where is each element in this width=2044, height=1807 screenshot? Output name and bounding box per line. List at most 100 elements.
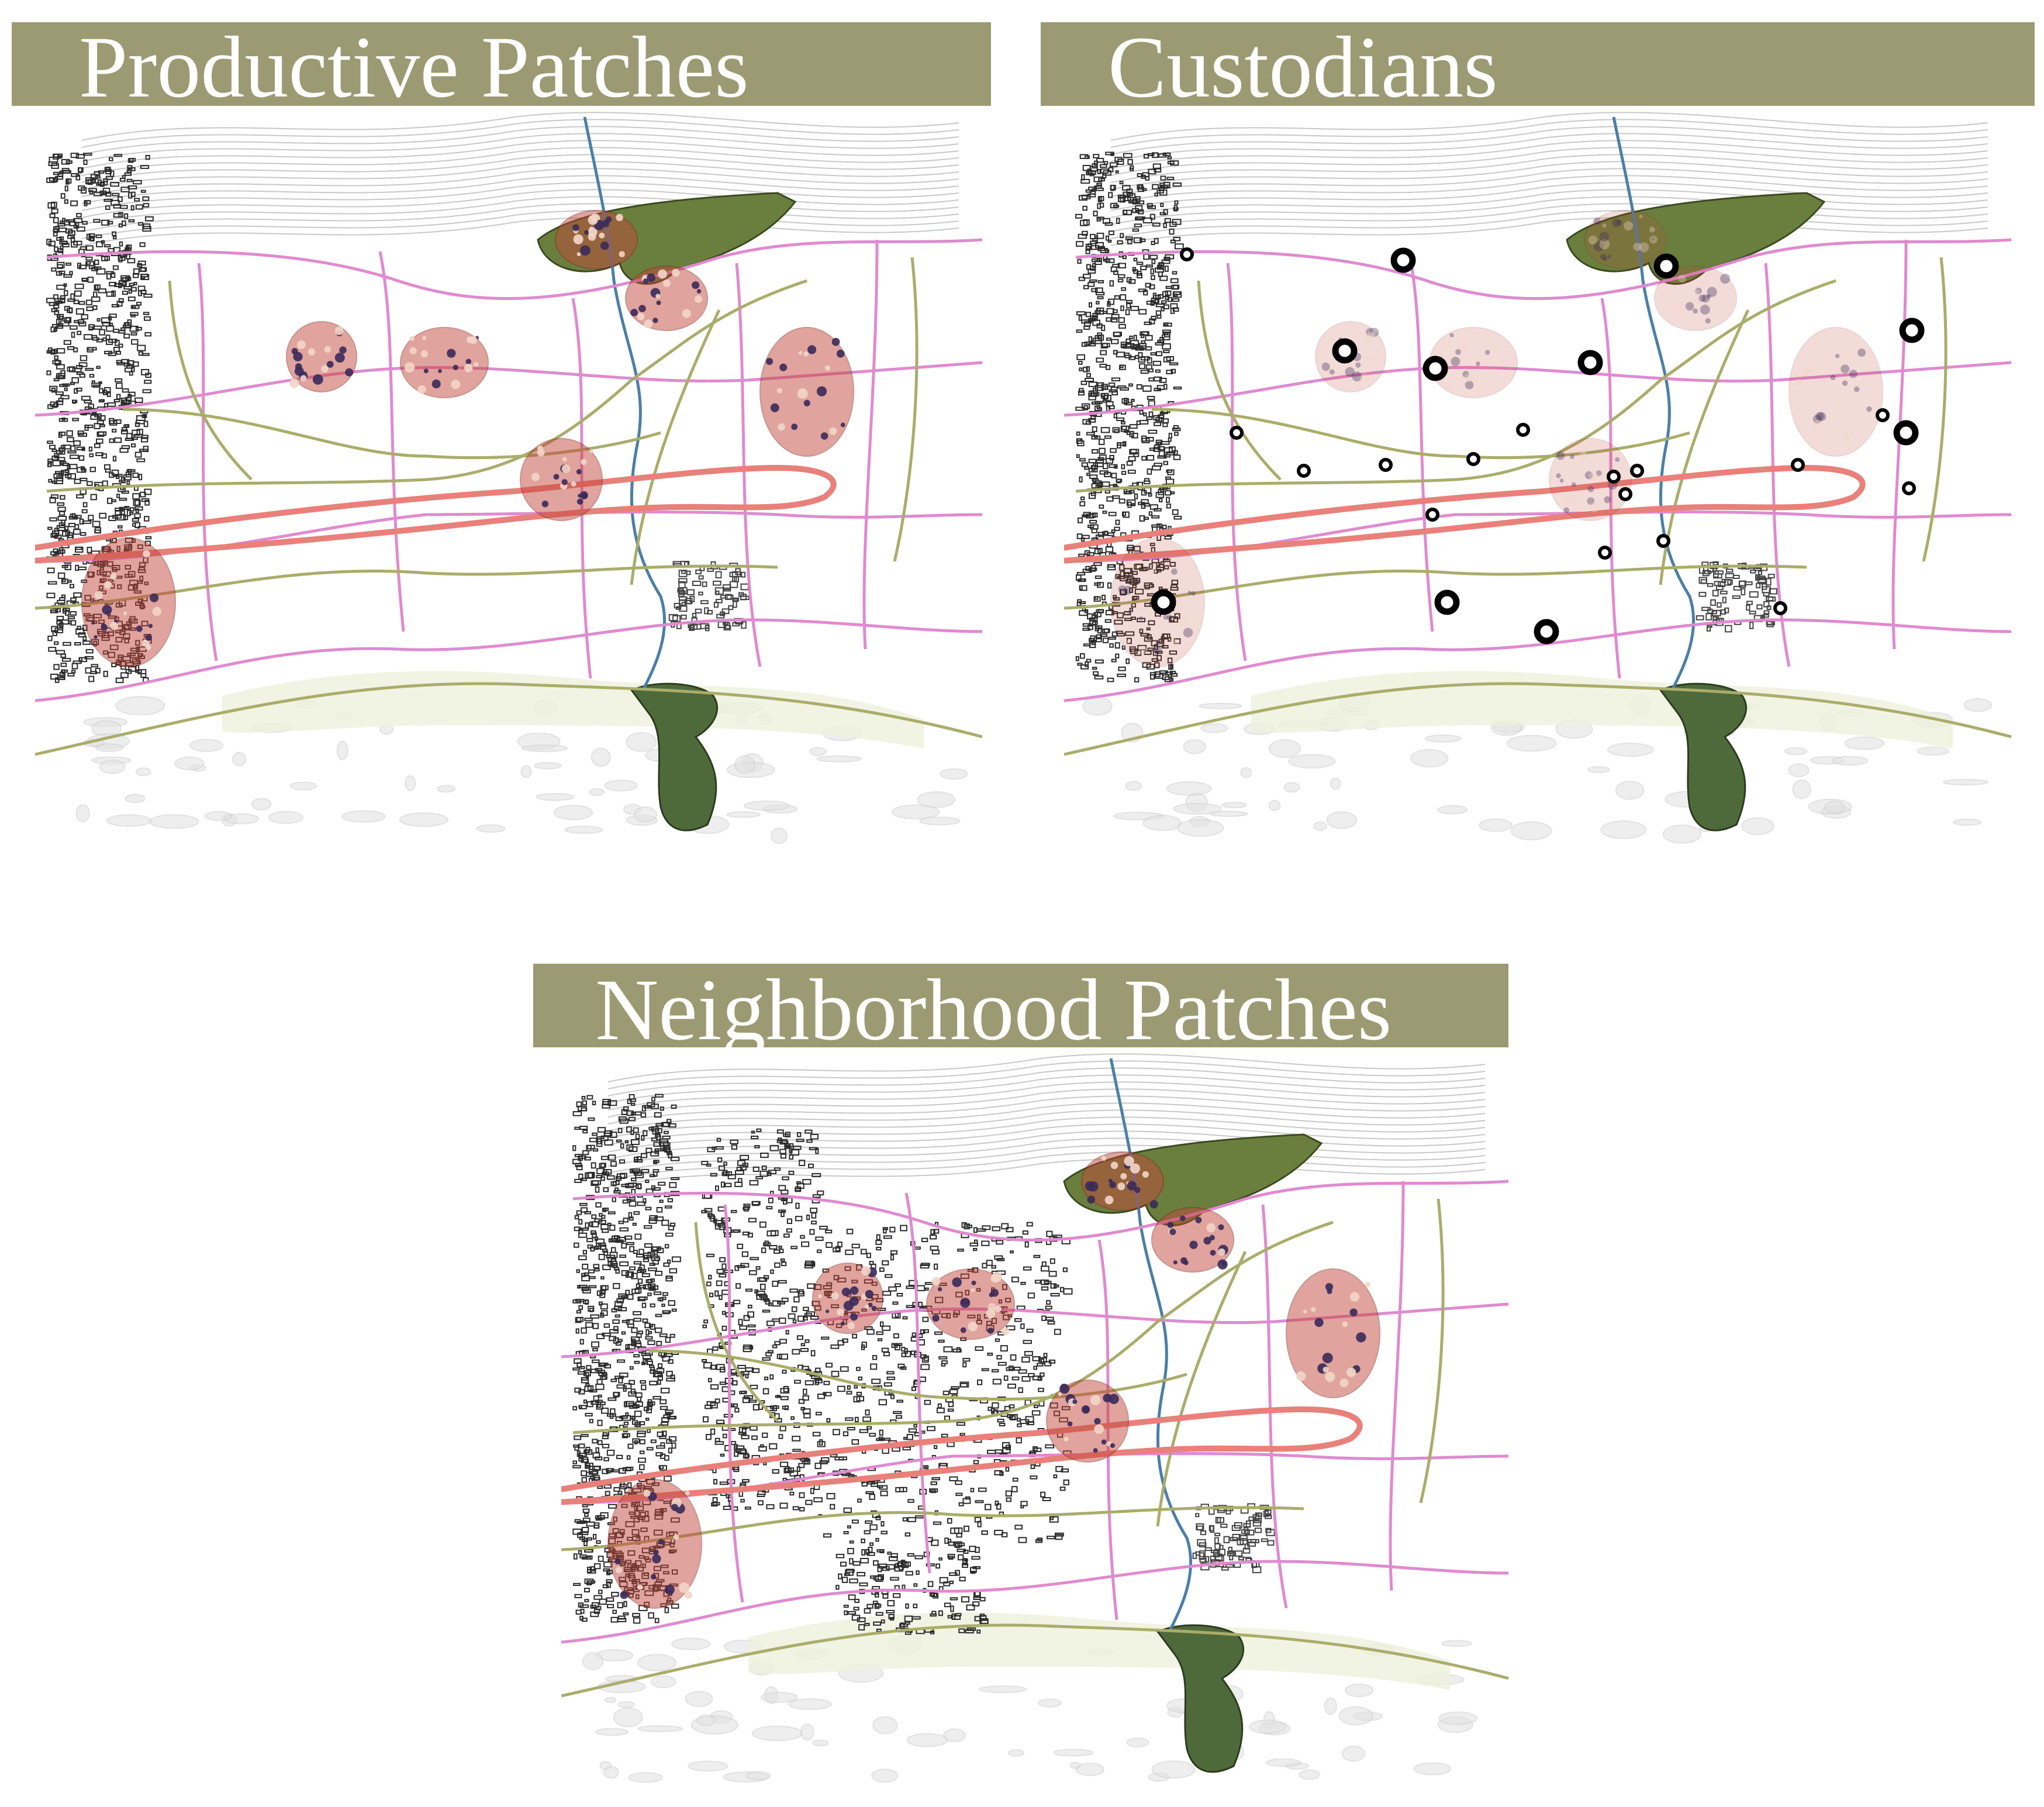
- custodian-marker: [1577, 350, 1603, 375]
- patch-texture: [1462, 371, 1469, 378]
- town-cluster: [668, 561, 750, 632]
- patch-texture: [1138, 645, 1148, 654]
- patch-texture: [1123, 585, 1133, 595]
- patch-texture: [1187, 591, 1192, 595]
- patch-texture: [1124, 1156, 1134, 1167]
- patch-texture: [847, 1322, 855, 1330]
- patch-texture: [300, 375, 307, 382]
- patch-texture: [1180, 1257, 1187, 1264]
- patch-texture: [453, 364, 458, 371]
- custodian-marker: [1656, 534, 1670, 548]
- forest-south: [1659, 682, 1747, 832]
- patch-texture: [1322, 1353, 1333, 1364]
- patch-texture: [1135, 578, 1141, 584]
- patch-texture: [644, 319, 653, 329]
- patch-texture: [1369, 327, 1379, 337]
- custodian-marker: [1390, 247, 1416, 273]
- patch-texture: [1571, 482, 1576, 487]
- patch-texture: [1191, 591, 1196, 596]
- patch-texture: [1090, 1395, 1101, 1406]
- patch-texture: [824, 365, 831, 371]
- patch-texture: [104, 581, 112, 589]
- custodian-marker: [1425, 508, 1439, 522]
- patch-texture: [1815, 412, 1819, 416]
- patch-texture: [1094, 1424, 1104, 1434]
- patch-texture: [404, 362, 415, 373]
- patch-texture: [664, 1584, 675, 1595]
- patch-texture: [1461, 343, 1471, 353]
- patch-texture: [837, 1308, 844, 1316]
- patch-texture: [1127, 611, 1131, 615]
- patch-texture: [1314, 1318, 1324, 1327]
- patch-texture: [932, 1314, 940, 1322]
- patch-texture: [850, 1286, 859, 1295]
- patch-texture: [423, 368, 429, 374]
- patch-texture: [1639, 215, 1643, 219]
- custodian-markers: [1151, 247, 1925, 644]
- patch-texture: [1195, 1216, 1202, 1223]
- custodian-marker: [1618, 487, 1632, 501]
- custodian-marker: [1466, 452, 1480, 466]
- patch-texture: [1064, 1436, 1069, 1442]
- patch-texture: [573, 234, 583, 244]
- patch-texture: [1470, 350, 1477, 357]
- secondary-roads: [561, 1180, 1509, 1644]
- patch-texture: [1154, 646, 1162, 654]
- patch-texture: [1346, 1367, 1356, 1377]
- patch-texture: [1651, 236, 1655, 241]
- patch-texture: [312, 374, 323, 385]
- patch-texture: [1559, 478, 1564, 483]
- panel-title: Neighborhood Patches: [595, 961, 1392, 1058]
- panel-title-bar: [533, 964, 1508, 1047]
- map-base: [561, 1053, 1509, 1783]
- patch-texture: [345, 368, 354, 377]
- patch-texture: [968, 1322, 978, 1332]
- patch-texture: [1360, 373, 1369, 383]
- panel-neighborhood-patches: Neighborhood Patches: [526, 959, 1532, 1789]
- patch-texture: [1342, 1321, 1348, 1327]
- patch-texture: [692, 281, 700, 289]
- patch-texture: [1677, 299, 1682, 303]
- panel-title-bar: [12, 22, 991, 106]
- patch-texture: [1685, 302, 1694, 311]
- patch-texture: [1707, 287, 1717, 297]
- patch-texture: [417, 385, 426, 394]
- major-road: [1064, 464, 1866, 564]
- custodian-marker: [1598, 546, 1612, 560]
- custodian-marker: [1297, 464, 1311, 478]
- patch-texture: [1838, 402, 1846, 409]
- patch-texture: [1163, 615, 1169, 620]
- patch-texture: [836, 349, 845, 358]
- patch-texture: [576, 252, 581, 257]
- patch-texture: [1218, 1224, 1224, 1230]
- patch-texture: [102, 605, 112, 615]
- patch-texture: [829, 427, 837, 435]
- patch-texture: [1566, 494, 1576, 504]
- green-belt: [222, 671, 924, 749]
- patch-texture: [1612, 218, 1621, 227]
- patch-texture: [1117, 1182, 1125, 1191]
- patch-texture: [148, 623, 153, 628]
- patch-texture: [1218, 1248, 1225, 1256]
- forest-north: [1566, 192, 1826, 285]
- patch-texture: [818, 1294, 823, 1299]
- patch-texture: [652, 1554, 661, 1564]
- panel-title: Productive Patches: [79, 19, 749, 116]
- patch-texture: [960, 1327, 966, 1333]
- patch-texture: [409, 336, 415, 342]
- productive-patches: [607, 1151, 1380, 1609]
- patch-texture: [1173, 1260, 1178, 1265]
- patch-texture: [1355, 362, 1361, 368]
- patch-texture: [576, 469, 582, 475]
- patch-texture: [931, 1277, 941, 1286]
- patch-texture: [630, 309, 638, 316]
- green-belt: [1251, 671, 1953, 749]
- patch-texture: [94, 635, 98, 639]
- patch-texture: [1072, 1399, 1078, 1405]
- custodian-marker: [1630, 464, 1644, 478]
- patch-texture: [308, 348, 316, 356]
- productive-patches: [1110, 210, 1883, 667]
- patch-texture: [653, 1549, 659, 1556]
- patch-texture: [1101, 1156, 1107, 1161]
- patch-texture: [1476, 361, 1480, 366]
